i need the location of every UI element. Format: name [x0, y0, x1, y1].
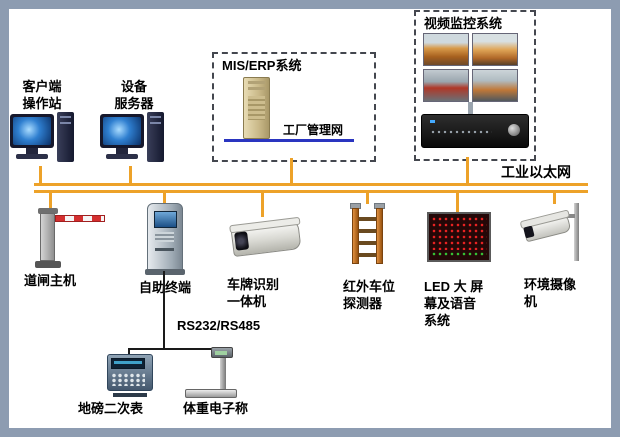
barrier-gate-icon: [28, 208, 108, 270]
kiosk-slot: [155, 248, 174, 251]
envcam-label: 环境摄像 机: [524, 277, 577, 309]
monitor-screen: [13, 117, 51, 145]
kiosk-label: 自助终端: [134, 279, 196, 296]
lpr-body: [229, 216, 302, 258]
detector-rung: [359, 229, 376, 233]
device-server-label: 设备 服务器: [114, 79, 154, 111]
lpr-camera-icon: [224, 216, 306, 264]
weighbridge-label: 地磅二次表: [78, 401, 144, 416]
weighbridge-indicator-icon: [105, 354, 155, 400]
monitor-base: [16, 154, 48, 159]
camera-pole: [574, 203, 579, 261]
dvr-vents: [430, 128, 492, 136]
scale-icon: [185, 347, 239, 401]
monitor-base: [106, 154, 138, 159]
infrared-detector-icon: [346, 203, 390, 269]
monitor-icon: [100, 114, 144, 148]
video-feed-4: [472, 69, 518, 102]
detector-rung: [359, 253, 376, 257]
detector-rung: [359, 217, 376, 221]
serial-label: RS232/RS485: [177, 318, 261, 333]
led-panel-icon: [427, 212, 491, 262]
erp-server-icon: [243, 77, 270, 139]
infrared-label: 红外车位 探测器: [343, 279, 396, 311]
video-system-title: 视频监控系统: [424, 16, 503, 31]
indicator-screen: [111, 358, 145, 369]
connector-barrier: [49, 193, 52, 209]
barrier-cap: [38, 208, 58, 214]
detector-rail: [376, 208, 383, 264]
server-computer-icon: [100, 112, 166, 168]
led-red-dots: [431, 216, 487, 250]
video-feed-3: [423, 69, 469, 102]
video-feed-1: [423, 33, 469, 66]
lpr-hood: [229, 216, 301, 234]
ethernet-bus-line-bottom: [34, 190, 588, 193]
connector-video: [466, 157, 469, 184]
dvr-knob: [508, 124, 520, 136]
connector-lpr: [261, 193, 264, 217]
factory-net-label: 工厂管理网: [283, 123, 344, 137]
connector-mis-erp: [290, 158, 293, 184]
barrier-base: [35, 261, 61, 268]
kiosk-base: [145, 269, 185, 275]
kiosk-keypad: [155, 232, 174, 242]
scale-column: [220, 358, 226, 389]
connector-infrared: [366, 193, 369, 204]
dvr-icon: [421, 114, 529, 148]
video-wall-stand: [468, 102, 473, 114]
mis-erp-group-box: [212, 52, 376, 162]
connector-led: [456, 193, 459, 213]
factory-net-line: [224, 139, 354, 142]
indicator-keypad: [111, 373, 145, 386]
monitor-stand: [26, 148, 38, 154]
scale-display-head: [211, 347, 233, 358]
ethernet-bus-line-top: [34, 183, 588, 186]
camera-lens: [523, 225, 535, 239]
lpr-label: 车牌识别 一体机: [227, 277, 280, 309]
video-wall-icon: [423, 33, 518, 102]
mis-erp-title: MIS/ERP系统: [222, 58, 302, 73]
connector-envcam: [553, 193, 556, 204]
cctv-camera-icon: [519, 203, 590, 265]
led-green-dots: [431, 251, 487, 258]
connector-client: [39, 166, 42, 184]
dvr-led: [430, 120, 435, 123]
lpr-lens: [234, 231, 250, 251]
scale-platform: [185, 389, 237, 398]
ethernet-bus-label: 工业以太网: [501, 164, 571, 180]
client-computer-icon: [10, 112, 76, 168]
barrier-pole: [40, 213, 55, 261]
video-group-box: [414, 10, 536, 161]
barrier-arm: [55, 215, 105, 222]
camera-body: [519, 209, 572, 243]
kiosk-icon: [145, 203, 185, 275]
pc-tower-icon: [57, 112, 74, 162]
monitor-icon: [10, 114, 54, 148]
kiosk-screen: [154, 211, 177, 228]
video-feed-2: [472, 33, 518, 66]
client-station-label: 客户端 操作站: [22, 79, 62, 111]
server-grille: [248, 96, 265, 120]
monitor-screen: [103, 117, 141, 145]
pc-tower-icon: [147, 112, 164, 162]
barrier-label: 道闸主机: [23, 273, 76, 288]
serial-line-vertical: [163, 271, 165, 349]
serial-line-weighbridge: [128, 348, 130, 355]
connector-kiosk: [163, 193, 166, 204]
led-label: LED 大 屏 幕及语音 系统: [424, 279, 484, 328]
monitor-stand: [116, 148, 128, 154]
scale-label: 体重电子称: [183, 401, 249, 416]
connector-server: [129, 166, 132, 184]
serial-line-horizontal: [128, 348, 214, 350]
indicator-base: [113, 393, 147, 397]
detector-rung: [359, 241, 376, 245]
detector-rail: [352, 208, 359, 264]
